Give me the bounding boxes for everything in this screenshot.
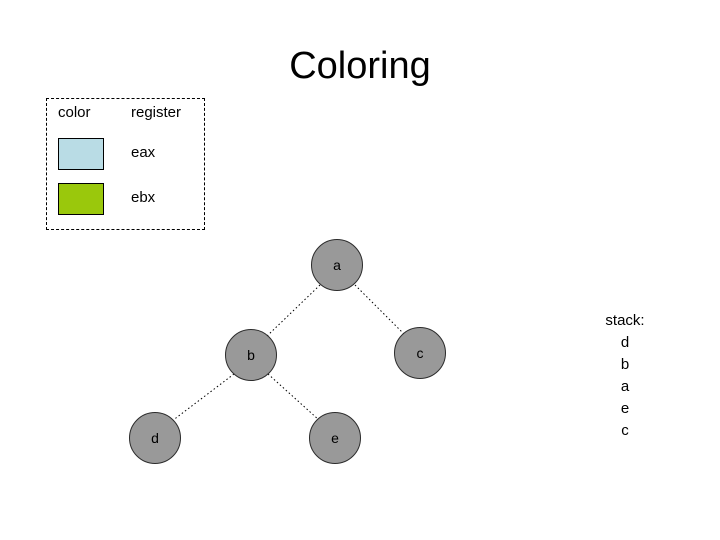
graph-edge-a-c	[354, 284, 405, 335]
graph-node-label: c	[416, 345, 424, 361]
graph-node-label: a	[333, 257, 341, 273]
stack-item: e	[620, 400, 630, 417]
legend-register-label: ebx	[131, 189, 156, 206]
legend-row: eax	[47, 135, 204, 175]
legend-header-row: color register	[47, 103, 204, 125]
graph-node-c[interactable]: c	[394, 327, 446, 379]
graph-node-a[interactable]: a	[311, 239, 363, 291]
color-swatch-eax	[58, 138, 104, 170]
graph-node-d[interactable]: d	[129, 412, 181, 464]
legend-header-color: color	[58, 104, 91, 121]
legend-row: ebx	[47, 180, 204, 220]
graph-node-label: d	[151, 430, 159, 446]
stack-item: b	[620, 356, 630, 373]
stack-item: a	[620, 378, 630, 395]
graph-node-e[interactable]: e	[309, 412, 361, 464]
legend-header-register: register	[131, 104, 182, 121]
page-title: Coloring	[289, 45, 431, 87]
graph-node-label: e	[331, 430, 339, 446]
color-register-legend: color register eax ebx	[46, 98, 205, 230]
color-swatch-ebx	[58, 183, 104, 215]
stack-item: c	[621, 422, 629, 439]
stack-panel: stack: d b a e c	[570, 310, 680, 442]
legend-register-label: eax	[131, 144, 156, 161]
graph-edge-b-e	[267, 373, 320, 421]
graph-node-label: b	[247, 347, 255, 363]
stack-title: stack:	[605, 312, 645, 329]
graph-node-b[interactable]: b	[225, 329, 277, 381]
graph-edge-b-d	[171, 373, 235, 422]
graph-edge-a-b	[265, 284, 321, 338]
stack-item: d	[620, 334, 630, 351]
